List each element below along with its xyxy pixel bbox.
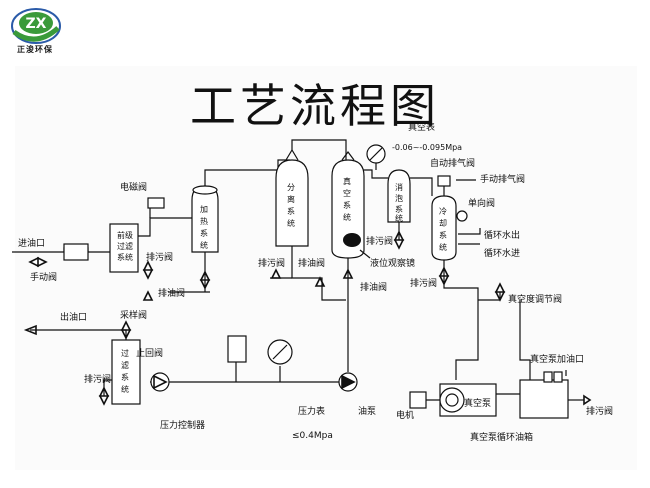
logo-caption: 正浚环保 xyxy=(17,44,53,54)
motor xyxy=(409,391,427,409)
manual-exhaust-valve-label: 手动排气阀 xyxy=(480,173,525,185)
cooling-tank xyxy=(431,195,457,261)
motor-label: 电机 xyxy=(396,409,414,421)
level-sight-glass-label: 液位观察镜 xyxy=(370,257,415,269)
level-sight-glass xyxy=(343,233,361,247)
vacuum-range-label: -0.06~-0.095Mpa xyxy=(392,143,462,152)
oil-drain-valve-label-2: 排油阀 xyxy=(298,257,325,269)
inlet-strainer-icon xyxy=(63,243,89,261)
vacuum-pump-label: 真空泵 xyxy=(464,397,491,409)
prefilter-system xyxy=(109,223,139,273)
cooling-label: 冷却系统 xyxy=(439,206,447,252)
drain-valve-label-1: 排污阀 xyxy=(146,251,173,263)
heating-label: 加热系统 xyxy=(200,204,208,250)
defoam-tank xyxy=(387,169,411,223)
page-title: 工艺流程图 xyxy=(190,79,440,133)
vacuum-tank xyxy=(331,159,365,259)
sampling-valve-label: 采样阀 xyxy=(120,309,147,321)
cooling-water-out-label: 循环水出 xyxy=(484,229,520,241)
oil-fill-port-label: 真空泵加油口 xyxy=(530,353,584,365)
drain-valve-label-5: 排污阀 xyxy=(84,373,111,385)
drain-valve-label-6: 排污阀 xyxy=(586,405,613,417)
drain-valve-label-4: 排污阀 xyxy=(410,277,437,289)
manual-valve-label: 手动阀 xyxy=(30,271,57,283)
vacuum-gauge-label: 真空表 xyxy=(408,121,435,133)
oil-drain-valve-label-3: 排油阀 xyxy=(360,281,387,293)
solenoid-valve-icon xyxy=(147,197,165,209)
vacuum-adjust-valve-label: 真空度调节阀 xyxy=(508,293,562,305)
cooling-water-in-label: 循环水进 xyxy=(484,247,520,259)
oil-pump-label: 油泵 xyxy=(358,405,376,417)
svg-text:ZX: ZX xyxy=(26,16,47,32)
one-way-valve-icon xyxy=(456,210,468,222)
oil-tank-label: 真空泵循环油箱 xyxy=(470,431,533,443)
inlet-label: 进油口 xyxy=(18,237,45,249)
pressure-limit-label: ≤0.4Mpa xyxy=(292,431,333,441)
defoam-label: 消泡系统 xyxy=(395,182,403,223)
auto-exhaust-valve-label: 自动排气阀 xyxy=(430,157,475,169)
pressure-controller xyxy=(227,335,247,363)
separation-tank xyxy=(275,159,309,247)
auto-exhaust-valve-icon xyxy=(437,175,451,187)
check-valve-label: 止回阀 xyxy=(136,347,163,359)
vacuum-pump-oil-tank xyxy=(519,379,569,419)
outlet-label: 出油口 xyxy=(60,311,87,323)
pressure-gauge-label: 压力表 xyxy=(298,405,325,417)
company-logo: ZX xyxy=(6,6,66,58)
filter-system xyxy=(111,339,141,405)
one-way-valve-label: 单向阀 xyxy=(468,197,495,209)
prefilter-label: 前级过滤系统 xyxy=(117,230,133,262)
oil-drain-valve-label-1: 排油阀 xyxy=(158,287,185,299)
filter-label: 过滤系统 xyxy=(121,348,129,394)
drain-valve-label-3: 排污阀 xyxy=(366,235,393,247)
solenoid-valve-label: 电磁阀 xyxy=(120,181,147,193)
separation-label: 分离系统 xyxy=(287,183,295,228)
vacuum-label: 真空系统 xyxy=(343,176,351,222)
pressure-controller-label: 压力控制器 xyxy=(160,419,205,431)
valve-symbols xyxy=(28,230,592,406)
drain-valve-label-2: 排污阀 xyxy=(258,257,285,269)
